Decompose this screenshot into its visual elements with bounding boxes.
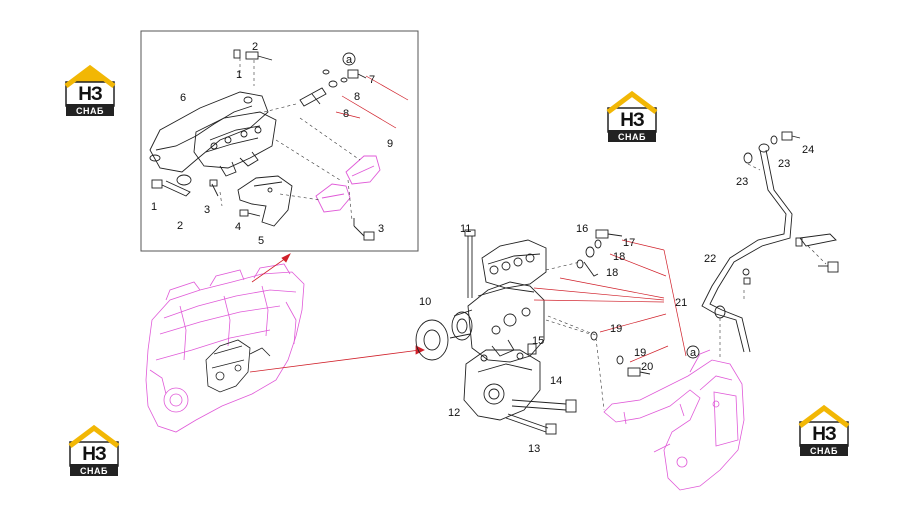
house-logo-icon xyxy=(68,424,120,476)
callout-23: 23 xyxy=(778,158,790,170)
inset-highlight-plates xyxy=(315,155,381,213)
callout-3: 3 xyxy=(204,204,210,216)
callout-17: 17 xyxy=(623,237,635,249)
house-logo-icon: НЗ СНАБ xyxy=(66,424,122,480)
callout-23: 23 xyxy=(736,176,748,188)
house-logo-icon xyxy=(606,90,658,142)
inset-assembly xyxy=(149,49,375,241)
callout-8: 8 xyxy=(343,108,349,120)
house-logo-icon xyxy=(64,64,116,116)
callout-18: 18 xyxy=(606,267,618,279)
callout-2: 2 xyxy=(177,220,183,232)
callout-20: 20 xyxy=(641,361,653,373)
main-leaders xyxy=(533,239,687,363)
callout-11: 11 xyxy=(460,223,471,235)
house-logo-icon: НЗ СНАБ xyxy=(604,90,660,146)
callout-8: 8 xyxy=(354,91,360,103)
logo-mark: НЗ xyxy=(82,444,107,465)
callout-15: 15 xyxy=(532,335,544,347)
logo-caption: СНАБ xyxy=(76,106,104,116)
logo-caption: СНАБ xyxy=(810,446,838,456)
main-dashes xyxy=(545,163,827,411)
inset-leaders xyxy=(335,75,409,129)
engine-outline xyxy=(145,263,305,433)
callout-9: 9 xyxy=(387,138,393,150)
logo-mark: НЗ xyxy=(620,110,645,131)
callout-22: 22 xyxy=(704,253,716,265)
engine-pump-detail xyxy=(205,339,271,393)
mounting-bracket xyxy=(603,349,745,491)
logo-mark: НЗ xyxy=(78,84,103,105)
house-logo-icon: НЗ СНАБ xyxy=(796,404,852,460)
callout-a: a xyxy=(346,54,353,66)
callout-5: 5 xyxy=(258,235,264,247)
callout-14: 14 xyxy=(550,375,562,387)
callout-7: 7 xyxy=(369,74,375,86)
callout-18: 18 xyxy=(613,251,625,263)
callout-16: 16 xyxy=(576,223,588,235)
callout-19: 19 xyxy=(634,347,646,359)
callout-1: 1 xyxy=(236,69,242,81)
callout-19: 19 xyxy=(610,323,622,335)
callout-10: 10 xyxy=(419,296,431,308)
callout-6: 6 xyxy=(180,92,186,104)
callout-4: 4 xyxy=(235,221,241,233)
house-logo-icon: НЗ СНАБ xyxy=(62,64,118,120)
main-pump-assembly xyxy=(415,131,839,435)
house-logo-icon xyxy=(798,404,850,456)
callout-24: 24 xyxy=(802,144,814,156)
logo-caption: СНАБ xyxy=(80,466,108,476)
callout-12: 12 xyxy=(448,407,460,419)
logo-caption: СНАБ xyxy=(618,132,646,142)
callout-21: 21 xyxy=(675,297,687,309)
callout-1: 1 xyxy=(151,201,157,213)
engine-arrows xyxy=(249,253,425,373)
callout-a-circle xyxy=(342,52,356,66)
callout-13: 13 xyxy=(528,443,540,455)
callout-2: 2 xyxy=(252,41,258,53)
callout-3: 3 xyxy=(378,223,384,235)
callout-a: a xyxy=(690,347,697,359)
callout-a-circle xyxy=(686,345,700,359)
inset-dashes xyxy=(219,58,361,221)
callout-labels: 2 1 6 a 7 8 8 9 1 2 3 4 5 3 11 10 16 17 … xyxy=(151,41,814,455)
logo-mark: НЗ xyxy=(812,424,837,445)
detail-inset-frame xyxy=(140,30,419,252)
